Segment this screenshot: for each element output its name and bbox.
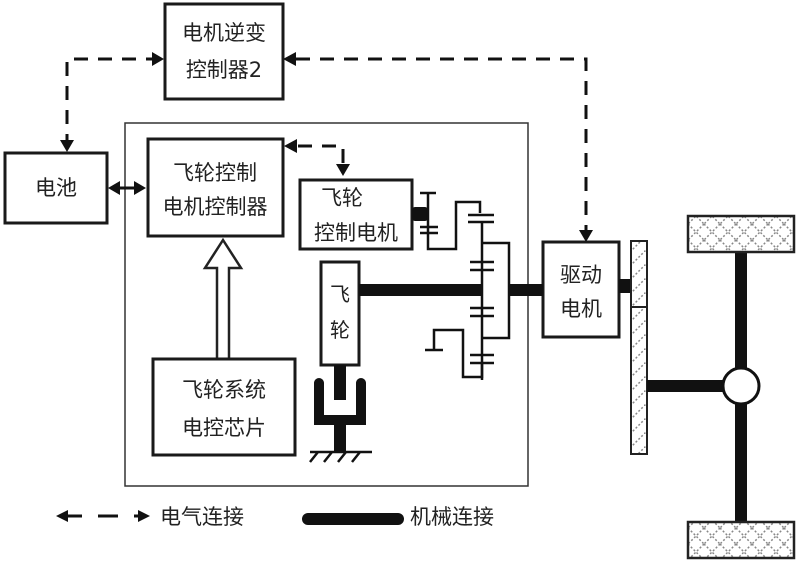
- fly-motor-shaft: [412, 207, 428, 221]
- inverter-drivemotor-link: [296, 57, 588, 230]
- arrow-to-controller: [134, 181, 146, 195]
- controller-label-1: 飞轮控制: [173, 161, 257, 185]
- chip-label-1: 飞轮系统: [182, 378, 266, 402]
- legend: 电气连接 机械连接: [56, 505, 494, 529]
- arrow-to-inverter: [152, 52, 164, 66]
- controller-flymotor-link: [298, 144, 345, 164]
- legend-arrow-right-icon: [138, 510, 150, 522]
- arrow-to-battery: [60, 140, 74, 152]
- fly-motor-label-1: 飞轮: [321, 186, 363, 210]
- flywheel-box[interactable]: 飞 轮: [319, 260, 361, 367]
- lower-wheel: [686, 520, 796, 560]
- arrow-to-controller-top: [284, 139, 297, 153]
- electrical-connections: [60, 52, 593, 242]
- battery-box[interactable]: 电池: [3, 151, 109, 225]
- fly-motor-label-2: 控制电机: [314, 221, 398, 245]
- legend-electrical-label: 电气连接: [160, 505, 244, 529]
- arrow-to-battery-right: [108, 181, 120, 195]
- drive-motor-label-2: 电机: [560, 297, 602, 321]
- battery-inverter-link: [65, 57, 152, 148]
- final-drive-gear: [630, 240, 648, 455]
- flywheel-system-frame: [124, 122, 529, 487]
- carrier-bracket: [482, 241, 511, 340]
- inverter-box[interactable]: 电机逆变 控制器2: [163, 2, 285, 101]
- flywheel-control-motor-box[interactable]: 飞轮 控制电机: [298, 178, 414, 251]
- mechanical-connections: [309, 191, 631, 463]
- flywheel-label-1: 飞: [330, 282, 350, 306]
- drive-motor-label-1: 驱动: [560, 263, 602, 287]
- arrow-to-drive-motor: [579, 230, 593, 242]
- inverter-label-2: 控制器2: [186, 58, 262, 82]
- battery-label: 电池: [35, 176, 77, 200]
- lower-bracket: [432, 328, 484, 379]
- arrow-to-fly-motor: [336, 164, 350, 176]
- upper-wheel: [686, 214, 796, 254]
- flywheel-label-2: 轮: [330, 318, 350, 342]
- differential-icon: [721, 366, 761, 406]
- flywheel-ecu-chip-box[interactable]: 飞轮系统 电控芯片: [151, 357, 297, 457]
- drive-motor-shaft: [619, 279, 631, 293]
- ring-gear-link: [426, 200, 482, 251]
- controller-label-2: 电机控制器: [163, 195, 268, 219]
- flywheel-motor-controller-box[interactable]: 飞轮控制 电机控制器: [146, 137, 285, 238]
- arrow-to-inverter-right: [283, 52, 296, 66]
- ground-hatch: [309, 451, 361, 463]
- chip-label-2: 电控芯片: [182, 416, 266, 440]
- inverter-label-1: 电机逆变: [182, 21, 266, 45]
- signal-arrow-icon: [202, 237, 244, 362]
- legend-arrow-left-icon: [56, 510, 68, 522]
- legend-mechanical-label: 机械连接: [410, 505, 494, 529]
- drive-motor-box[interactable]: 驱动 电机: [541, 240, 621, 339]
